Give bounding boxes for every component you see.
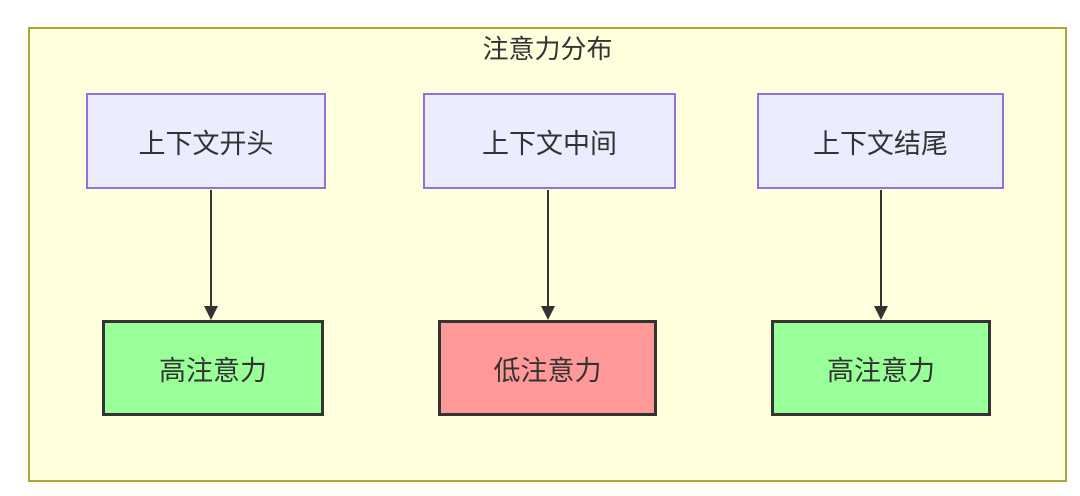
node-context-end: 上下文结尾 xyxy=(757,93,1004,189)
cluster-title: 注意力分布 xyxy=(482,34,613,64)
arrowhead-icon xyxy=(204,306,218,320)
arrow-shaft xyxy=(547,190,549,308)
arrowhead-icon xyxy=(541,306,555,320)
arrowhead-icon xyxy=(874,306,888,320)
arrow-shaft xyxy=(880,190,882,308)
node-context-start: 上下文开头 xyxy=(86,93,326,189)
node-attention-low: 低注意力 xyxy=(438,320,657,416)
arrow-end-to-high xyxy=(874,190,888,320)
node-attention-high-1: 高注意力 xyxy=(102,320,324,416)
node-attention-high-2: 高注意力 xyxy=(771,320,991,416)
node-context-middle: 上下文中间 xyxy=(423,93,676,189)
arrow-middle-to-low xyxy=(541,190,555,320)
arrow-shaft xyxy=(210,190,212,308)
arrow-start-to-high xyxy=(204,190,218,320)
